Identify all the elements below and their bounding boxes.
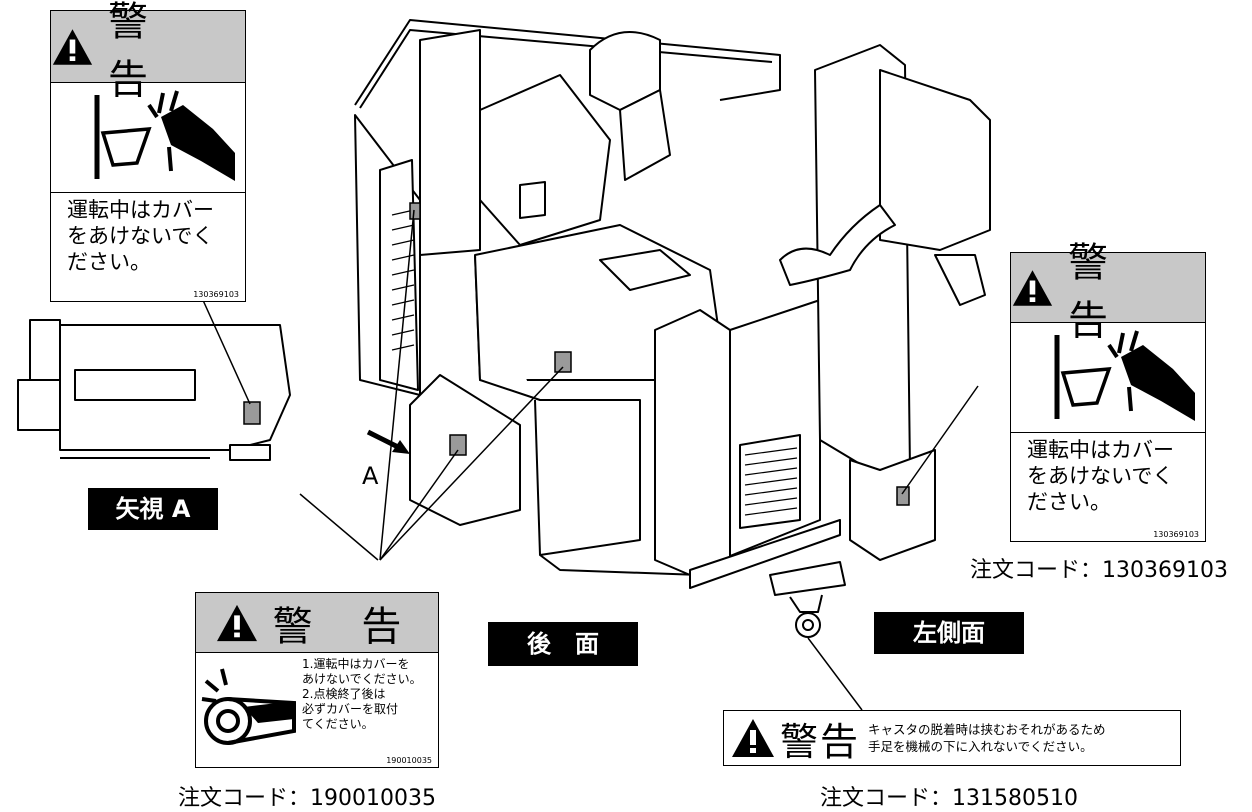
warning-message: キャスタの脱着時は挟むおそれがあるため 手足を機械の下に入れないでください。 [868, 721, 1106, 755]
warning-label-header: 警 告 [51, 0, 245, 103]
order-code-belt: 注文コード：190010035 [178, 786, 436, 811]
message-line: をあけないでく [67, 224, 214, 248]
warning-label-belt: 警 告 1.運転中はカバーを あけないでください。 2.点検終了後は 必ずカバー… [195, 592, 439, 768]
view-title-arrow-a: 矢視 A [88, 488, 218, 530]
warning-triangle-icon [732, 719, 774, 757]
message-line: キャスタの脱着時は挟むおそれがあるため [868, 722, 1106, 737]
hand-pinch-cover-icon [51, 83, 245, 193]
message-line: 手足を機械の下に入れないでください。 [868, 739, 1093, 754]
message-line: 2.点検終了後は [302, 687, 386, 701]
message-line: 1.運転中はカバーを [302, 657, 410, 671]
view-title-left-side: 左側面 [874, 612, 1024, 654]
message-line: あけないでください。 [302, 672, 422, 686]
warning-label-header: 警 告 [1011, 240, 1205, 344]
warning-heading: 警 告 [1067, 239, 1126, 344]
warning-heading: 警 告 [272, 603, 420, 650]
warning-triangle-icon [1012, 269, 1053, 306]
warning-message: 運転中はカバー をあけないでく ださい。 [51, 193, 245, 275]
label-code: 190010035 [386, 756, 432, 765]
order-code-caster: 注文コード：131580510 [820, 786, 1078, 811]
warning-label-cover-top: 警 告 運転中はカバー をあけないでく ださい。 130369103 [50, 0, 246, 302]
warning-label-caster: 警告 キャスタの脱着時は挟むおそれがあるため 手足を機械の下に入れないでください… [723, 710, 1181, 766]
warning-label-cover-right: 警 告 運転中はカバー をあけないでく ださい。 130369103 [1010, 240, 1206, 542]
warning-triangle-icon [52, 28, 93, 65]
warning-heading: 警 告 [107, 0, 166, 103]
message-line: ださい。 [67, 250, 151, 274]
hand-pinch-cover-icon [1011, 323, 1205, 433]
warning-message: 運転中はカバー をあけないでく ださい。 [1011, 433, 1205, 515]
order-code-right: 注文コード：130369103 [970, 558, 1228, 583]
message-line: 必ずカバーを取付 [302, 702, 399, 716]
warning-heading: 警告 [780, 719, 861, 764]
warning-message: 1.運転中はカバーを あけないでください。 2.点検終了後は 必ずカバーを取付 … [302, 657, 422, 732]
message-line: 運転中はカバー [1027, 438, 1174, 462]
label-code: 130369103 [1153, 530, 1199, 539]
message-line: てください。 [302, 717, 374, 731]
belt-pinch-icon [198, 659, 298, 759]
view-title-rear: 後 面 [488, 622, 638, 666]
warning-label-header: 警 告 [196, 593, 438, 653]
arrow-letter-a: A [362, 462, 379, 490]
message-line: ださい。 [1027, 490, 1111, 514]
warning-triangle-icon [216, 604, 257, 641]
message-line: をあけないでく [1027, 464, 1174, 488]
label-code: 130369103 [193, 290, 239, 299]
message-line: 運転中はカバー [67, 198, 214, 222]
